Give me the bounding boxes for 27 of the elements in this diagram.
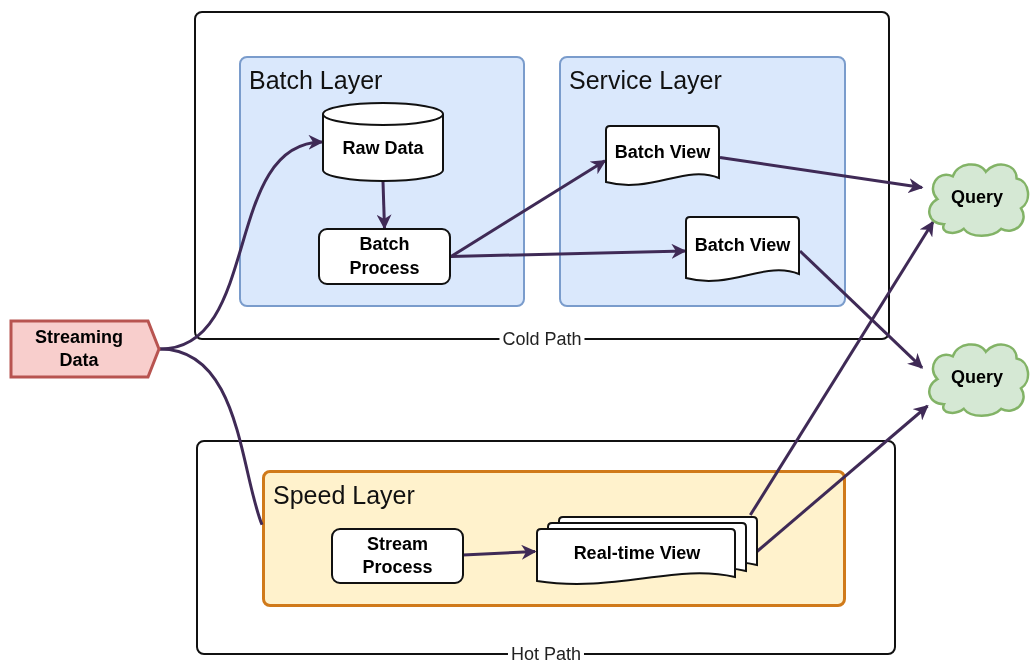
arrow	[450, 243, 687, 259]
process-box	[331, 528, 464, 584]
group-heading: Speed Layer	[273, 481, 415, 510]
node-label: Query	[951, 366, 1003, 390]
group-heading: Service Layer	[569, 66, 722, 95]
database-cylinder	[322, 102, 444, 182]
node-label: Streaming Data	[34, 325, 124, 372]
input-tag	[10, 320, 160, 378]
arrow	[159, 137, 324, 351]
node-label: Batch View	[614, 140, 711, 164]
layer-panel	[262, 470, 846, 607]
layer-panel	[239, 56, 525, 307]
node-label: Stream Process	[361, 532, 434, 579]
arrow	[450, 159, 607, 258]
arrow	[462, 544, 537, 560]
process-box	[318, 228, 451, 285]
node-label: Real-time View	[573, 541, 701, 565]
node-label: Batch View	[694, 234, 791, 258]
arrow	[376, 181, 392, 230]
arrow	[798, 249, 924, 369]
node-label: Raw Data	[342, 137, 424, 161]
node-label: Batch Process	[348, 233, 421, 280]
arrow	[749, 220, 935, 516]
node-label: Query	[951, 186, 1003, 210]
arrow	[719, 156, 924, 194]
group-heading: Batch Layer	[249, 66, 383, 95]
layer-panel	[559, 56, 846, 307]
